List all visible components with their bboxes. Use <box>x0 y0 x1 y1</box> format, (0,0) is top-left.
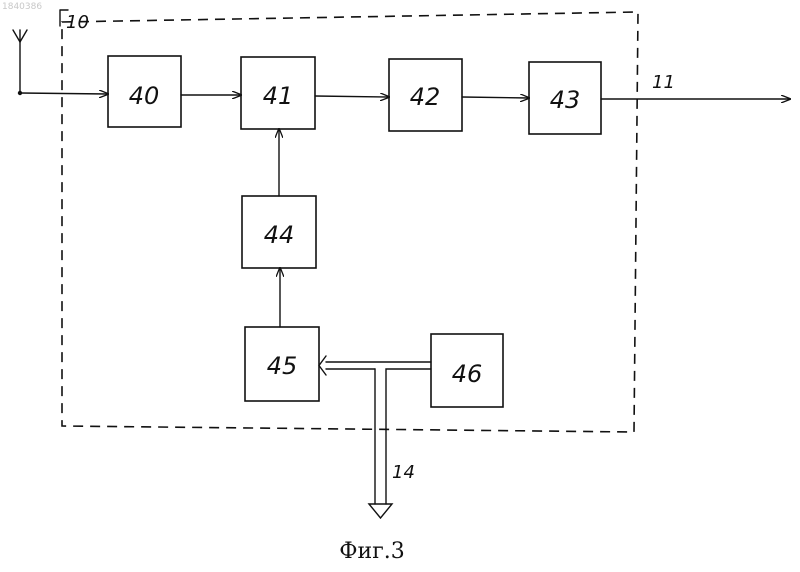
antenna-icon <box>13 30 27 95</box>
block-40-label: 40 <box>129 82 160 110</box>
bus-label: 14 <box>392 462 415 483</box>
data-bus <box>319 356 431 518</box>
arrow-41-to-42 <box>315 96 389 97</box>
figure-caption: Фиг.3 <box>339 539 404 564</box>
arrow-42-to-43 <box>462 97 529 98</box>
block-41-label: 41 <box>263 82 294 110</box>
block-42-label: 42 <box>410 83 441 111</box>
output-label: 11 <box>652 72 675 93</box>
block-43-label: 43 <box>550 86 581 114</box>
boundary-label: 10 <box>66 12 89 33</box>
block-46-label: 46 <box>452 360 483 388</box>
block-44-label: 44 <box>264 221 295 249</box>
arrow-antenna-to-40 <box>20 93 108 94</box>
document-number: 1840386 <box>2 2 42 12</box>
block-45-label: 45 <box>267 352 298 380</box>
